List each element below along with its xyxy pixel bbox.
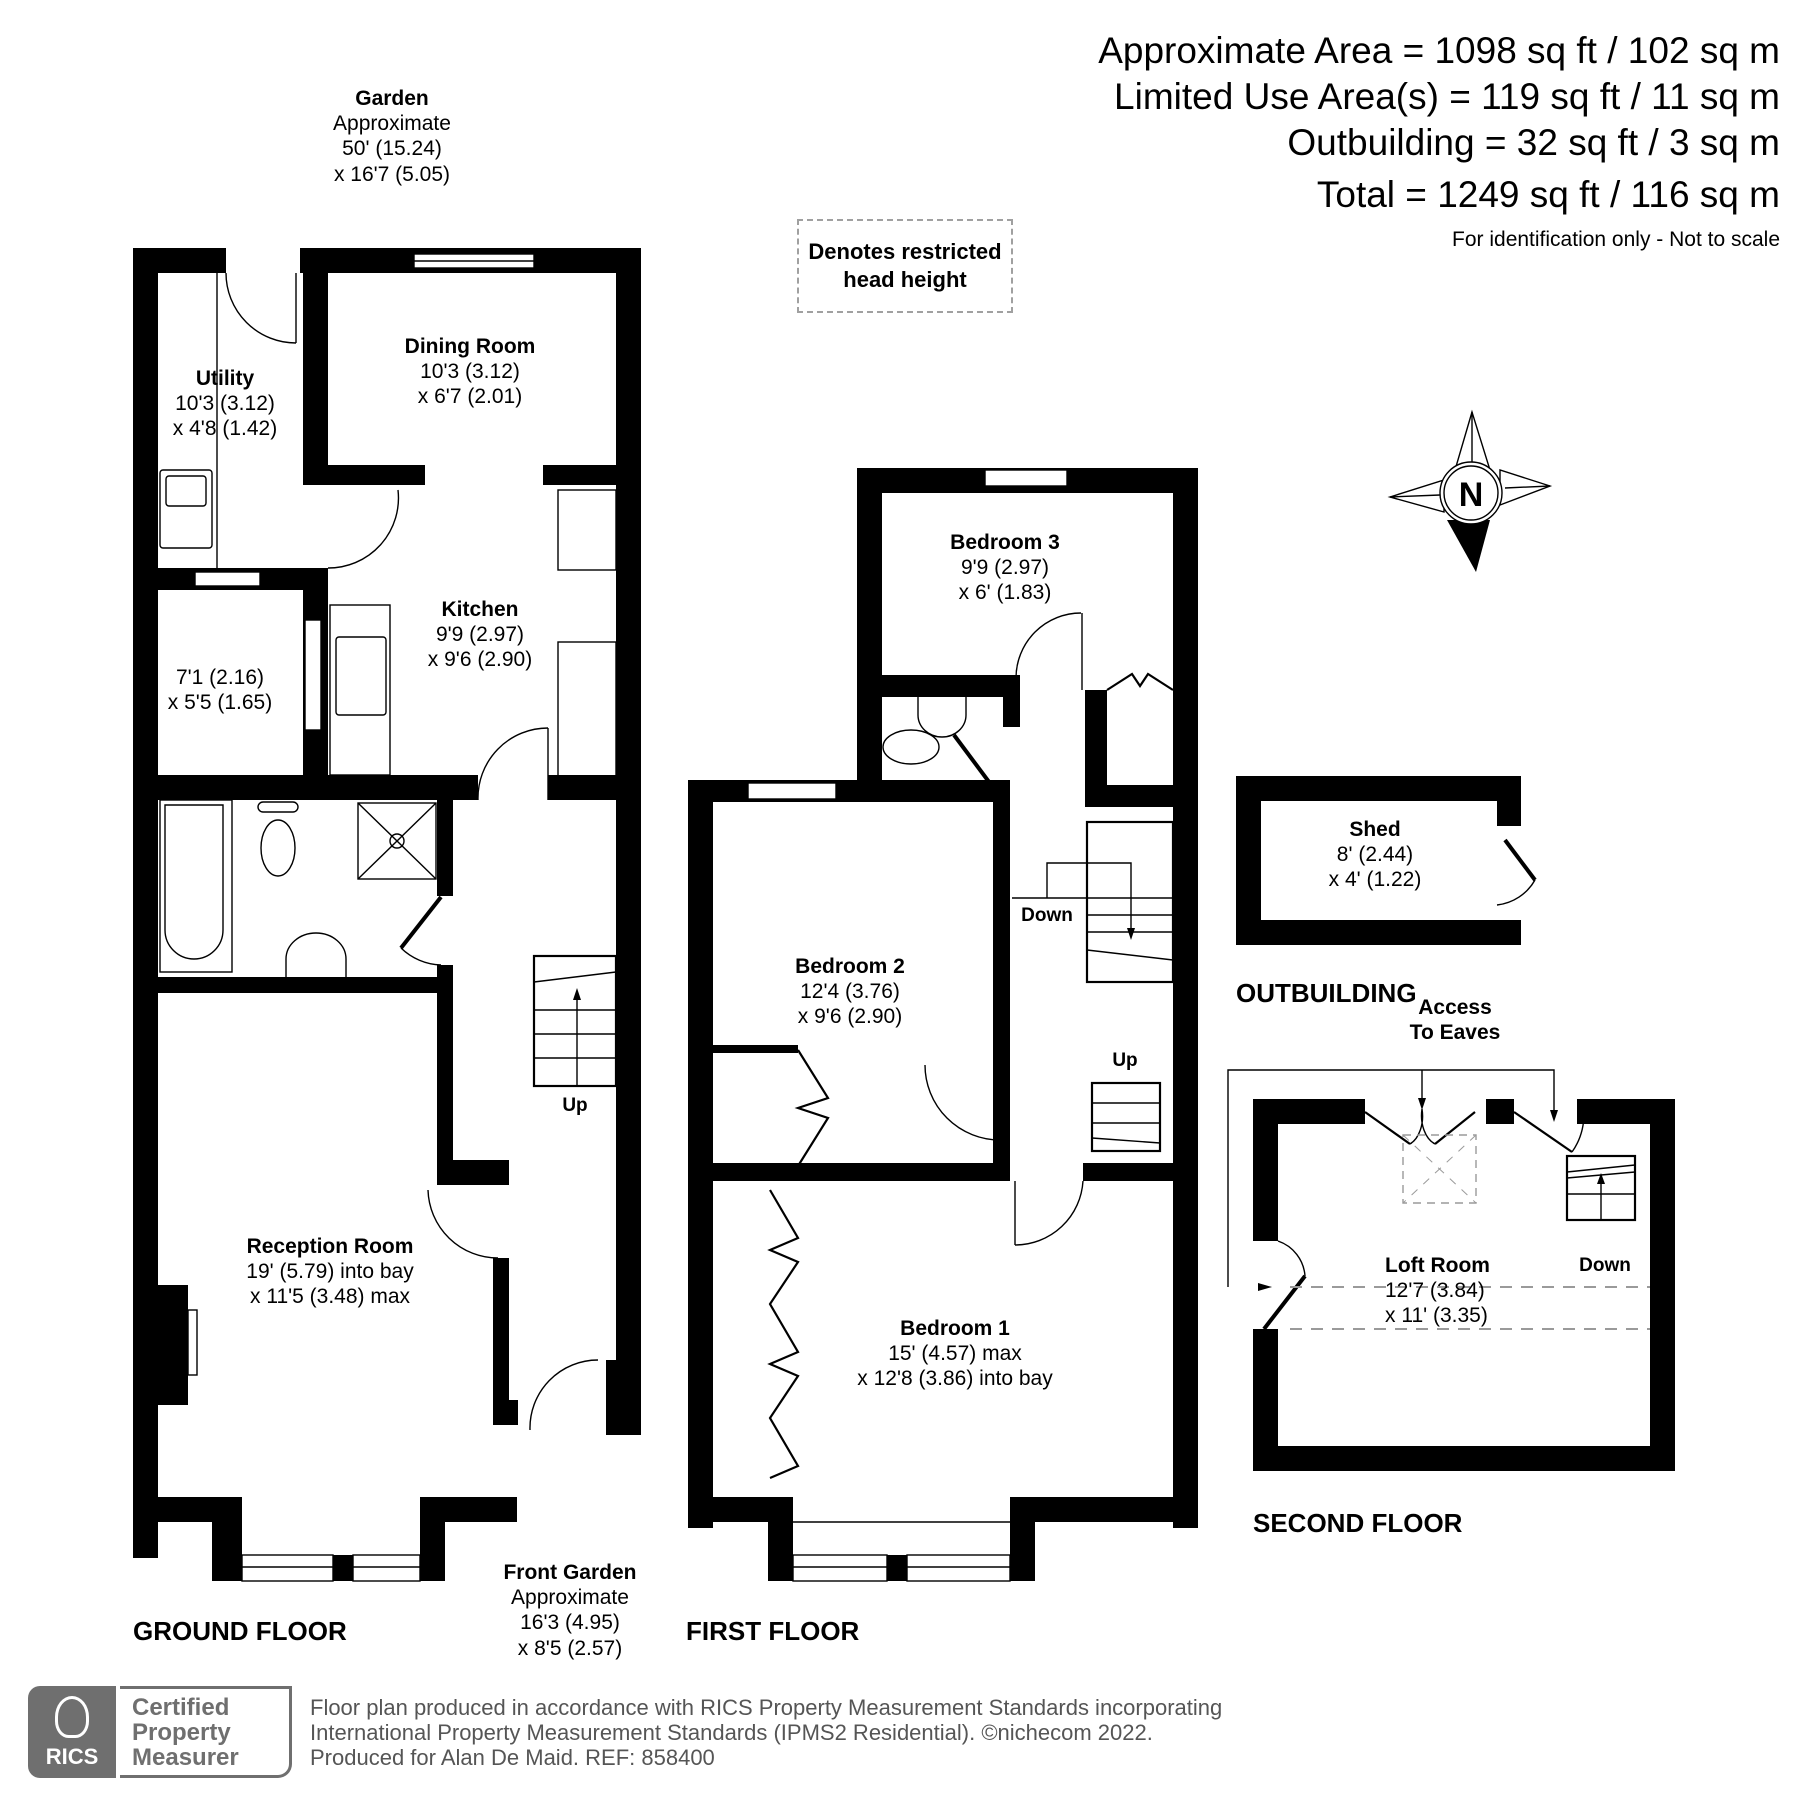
room-dim2: x 6'7 (2.01) <box>417 385 523 409</box>
badge-line1: Certified <box>132 1694 230 1721</box>
room-store: 7'1 (2.16) x 5'5 (1.65) <box>150 665 290 715</box>
badge-line3: Measurer <box>132 1744 239 1771</box>
room-dim1: 9'9 (2.97) <box>960 556 1050 580</box>
first-stairs-down-label: Down <box>1021 905 1073 926</box>
garden-dim1: 50' (15.24) <box>342 137 442 161</box>
room-bedroom-3: Bedroom 3 9'9 (2.97) x 6' (1.83) <box>905 530 1105 606</box>
room-dim1: 8' (2.44) <box>1336 843 1414 867</box>
rics-lion-icon <box>55 1696 89 1738</box>
room-shed: Shed 8' (2.44) x 4' (1.22) <box>1300 817 1450 893</box>
room-dim1: 10'3 (3.12) <box>175 392 275 416</box>
outbuilding-label: OUTBUILDING <box>1236 978 1417 1008</box>
front-garden-dim1: 16'3 (4.95) <box>520 1611 620 1635</box>
room-dim2: x 4' (1.22) <box>1328 868 1422 892</box>
footer-disclaimer: Floor plan produced in accordance with R… <box>310 1695 1222 1770</box>
room-dim1: 10'3 (3.12) <box>420 360 520 384</box>
garden-name: Garden <box>355 87 429 110</box>
room-dim1: 7'1 (2.16) <box>175 666 265 689</box>
garden-approx: Approximate <box>333 112 451 136</box>
room-name: Shed <box>1349 818 1401 841</box>
footer-line1: Floor plan produced in accordance with R… <box>310 1694 1223 1720</box>
room-name: Reception Room <box>246 1235 414 1258</box>
badge-line2: Property <box>132 1719 231 1746</box>
room-name: Bedroom 2 <box>795 955 905 978</box>
total-area: Total = 1249 sq ft / 116 sq m <box>1316 174 1780 215</box>
outbuilding-area: Outbuilding = 32 sq ft / 3 sq m <box>1287 122 1780 163</box>
room-dim2: x 9'6 (2.90) <box>427 648 533 672</box>
room-dim2: x 12'8 (3.86) into bay <box>857 1367 1053 1391</box>
rics-logo: RICS <box>28 1686 116 1778</box>
approximate-area: Approximate Area = 1098 sq ft / 102 sq m <box>1098 30 1780 71</box>
front-garden-label: Front Garden Approximate 16'3 (4.95) x 8… <box>490 1560 650 1661</box>
room-bedroom-1: Bedroom 1 15' (4.57) max x 12'8 (3.86) i… <box>830 1316 1080 1392</box>
access-to-eaves-label: Access To Eaves <box>1405 995 1505 1045</box>
footer-line2: International Property Measurement Stand… <box>310 1719 1153 1745</box>
loft-stairs-down-label: Down <box>1579 1255 1631 1276</box>
room-name: Loft Room <box>1385 1254 1490 1277</box>
room-dim1: 12'7 (3.84) <box>1385 1279 1485 1303</box>
legend-line-1: Denotes restricted <box>808 239 1002 264</box>
room-name: Kitchen <box>441 598 519 621</box>
legend-line-2: head height <box>843 267 967 292</box>
room-dim1: 9'9 (2.97) <box>435 623 525 647</box>
room-name: Dining Room <box>404 335 536 358</box>
room-dim2: x 9'6 (2.90) <box>797 1005 903 1029</box>
front-garden-name: Front Garden <box>503 1561 637 1584</box>
area-summary: Approximate Area = 1098 sq ft / 102 sq m… <box>1098 28 1780 254</box>
room-dim2: x 4'8 (1.42) <box>172 417 278 441</box>
room-name: Utility <box>195 367 255 390</box>
garden-label: Garden Approximate 50' (15.24) x 16'7 (5… <box>312 86 472 187</box>
ground-floor-label: GROUND FLOOR <box>133 1616 347 1646</box>
ground-stairs-up-label: Up <box>562 1095 588 1116</box>
restricted-head-height-legend: Denotes restricted head height <box>797 219 1013 313</box>
room-dim1: 19' (5.79) into bay <box>246 1260 414 1284</box>
eaves-label-line1: Access <box>1418 996 1492 1019</box>
compass-north-label: N <box>1459 476 1484 514</box>
room-name: Bedroom 1 <box>900 1317 1010 1340</box>
room-dining: Dining Room 10'3 (3.12) x 6'7 (2.01) <box>360 334 580 410</box>
first-floor-plan <box>688 468 1198 1582</box>
front-garden-approx: Approximate <box>511 1586 629 1610</box>
room-dim2: x 11' (3.35) <box>1385 1304 1488 1328</box>
eaves-label-line2: To Eaves <box>1409 1021 1501 1045</box>
footer: RICS Certified Property Measurer Floor p… <box>28 1686 1222 1778</box>
second-floor-plan <box>1227 1069 1675 1471</box>
room-kitchen: Kitchen 9'9 (2.97) x 9'6 (2.90) <box>380 597 580 673</box>
second-floor-label: SECOND FLOOR <box>1253 1508 1463 1538</box>
footer-line3: Produced for Alan De Maid. REF: 858400 <box>310 1744 715 1770</box>
rics-org-text: RICS <box>45 1744 99 1769</box>
certified-property-measurer-badge: Certified Property Measurer <box>120 1686 292 1778</box>
room-loft: Loft Room 12'7 (3.84) x 11' (3.35) <box>1385 1253 1545 1329</box>
room-name: Bedroom 3 <box>950 531 1060 554</box>
room-reception: Reception Room 19' (5.79) into bay x 11'… <box>200 1234 460 1310</box>
room-bedroom-2: Bedroom 2 12'4 (3.76) x 9'6 (2.90) <box>750 954 950 1030</box>
room-dim2: x 11'5 (3.48) max <box>249 1285 411 1309</box>
room-dim2: x 6' (1.83) <box>958 581 1052 605</box>
room-utility: Utility 10'3 (3.12) x 4'8 (1.42) <box>150 366 300 442</box>
room-dim1: 12'4 (3.76) <box>800 980 900 1004</box>
first-stairs-up-label: Up <box>1112 1050 1138 1071</box>
room-dim2: x 5'5 (1.65) <box>167 691 273 715</box>
front-garden-dim2: x 8'5 (2.57) <box>517 1636 623 1660</box>
shed-plan <box>1236 776 1537 945</box>
ground-floor-plan <box>133 248 641 1582</box>
garden-dim2: x 16'7 (5.05) <box>333 162 451 186</box>
first-floor-label: FIRST FLOOR <box>686 1616 860 1646</box>
identification-note: For identification only - Not to scale <box>1452 228 1780 251</box>
north-compass-icon: N <box>1387 409 1553 572</box>
limited-use-area: Limited Use Area(s) = 119 sq ft / 11 sq … <box>1114 76 1780 117</box>
room-dim1: 15' (4.57) max <box>888 1342 1022 1366</box>
